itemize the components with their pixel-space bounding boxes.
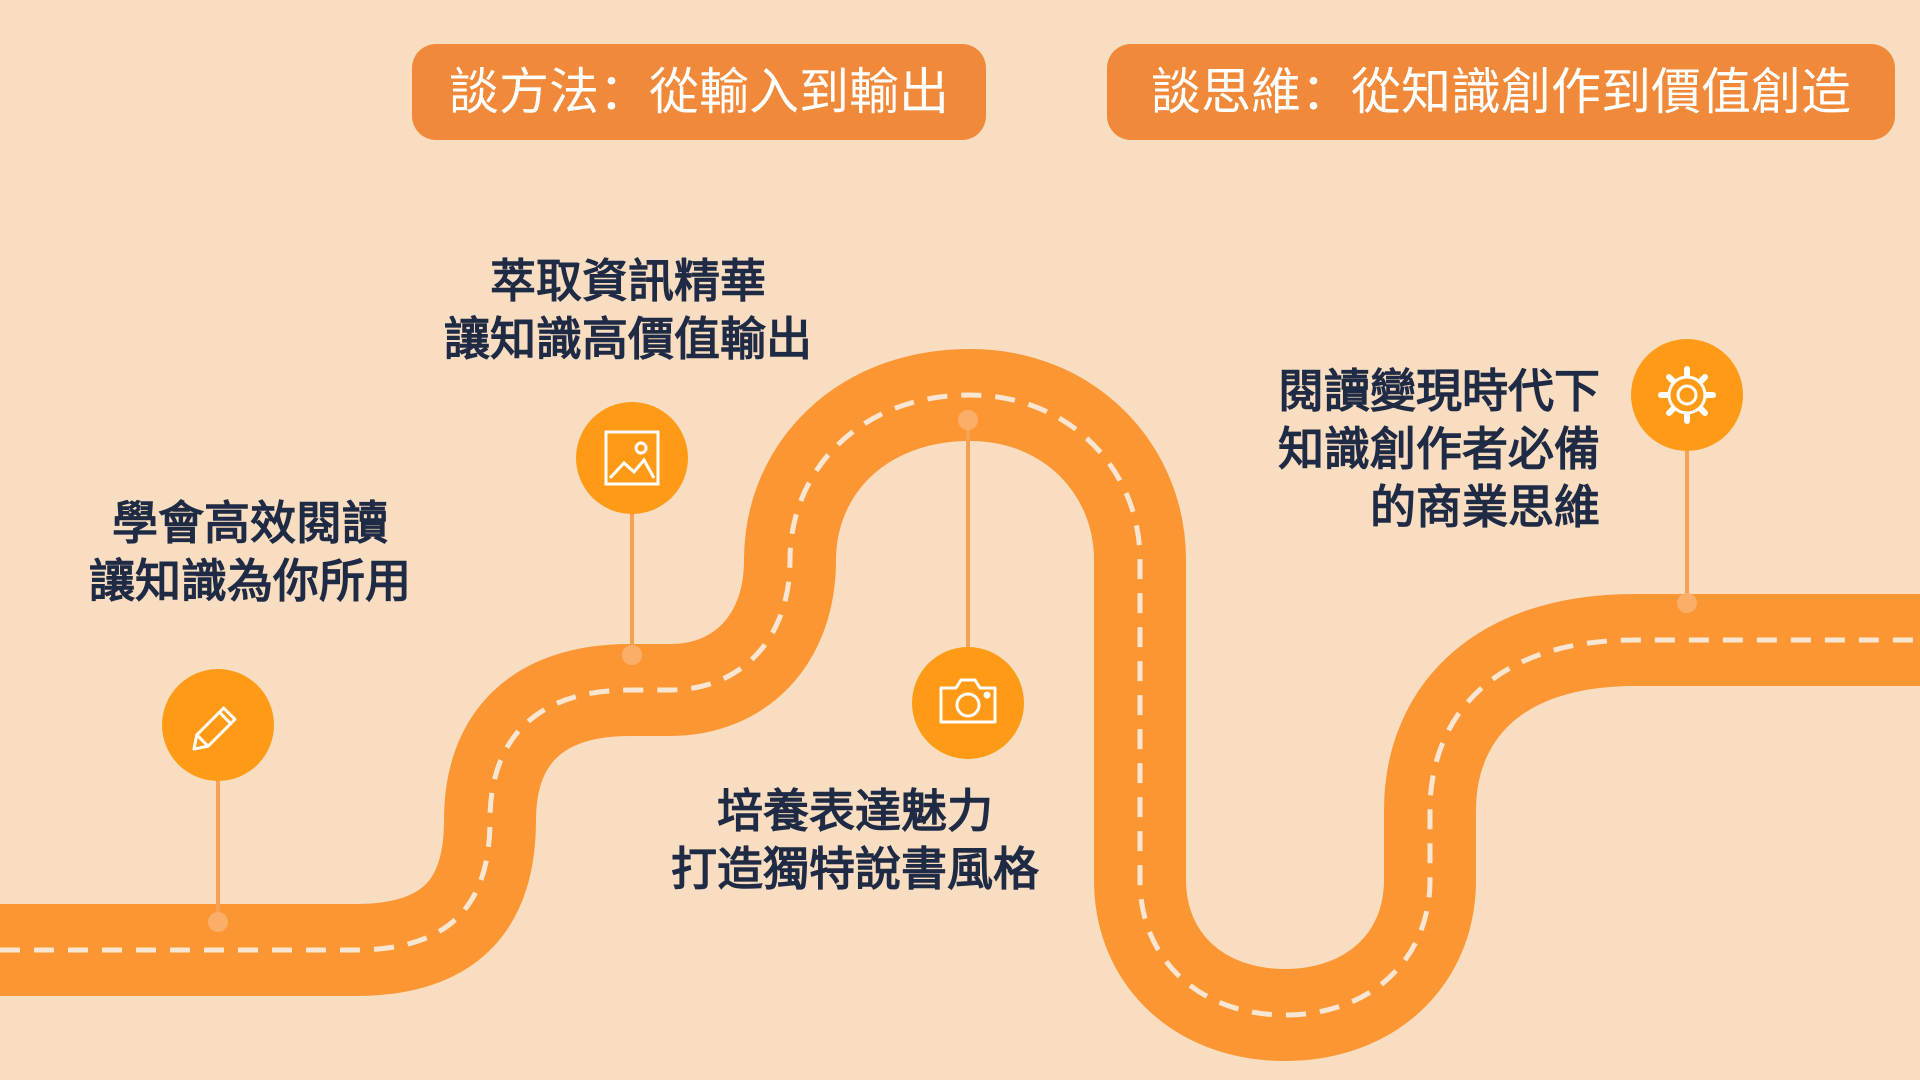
milestone-4-line-3: 的商業思維 <box>1370 480 1600 534</box>
milestone-3-line-2: 打造獨特說書風格 <box>671 842 1039 896</box>
icon-circle <box>912 647 1024 759</box>
milestone-1-text: 學會高效閱讀 讓知識為你所用 <box>60 494 440 610</box>
camera-icon <box>939 678 997 724</box>
icon-circle <box>576 402 688 514</box>
milestone-1-line-2: 讓知識為你所用 <box>89 554 411 608</box>
gear-icon <box>1658 366 1716 424</box>
milestone-3 <box>912 410 1024 759</box>
milestone-3-text: 培養表達魅力 打造獨特說書風格 <box>650 782 1060 898</box>
milestone-1 <box>162 669 274 932</box>
header-method: 談方法：從輸入到輸出 <box>412 44 986 140</box>
milestone-2-line-1: 萃取資訊精華 <box>490 254 766 308</box>
header-mindset: 談思維：從知識創作到價值創造 <box>1107 44 1895 140</box>
image-icon <box>604 430 660 486</box>
icon-circle <box>162 669 274 781</box>
milestone-4-line-1: 閱讀變現時代下 <box>1278 364 1600 418</box>
milestone-1-line-1: 學會高效閱讀 <box>112 496 388 550</box>
pencil-icon <box>192 706 237 751</box>
milestone-2 <box>576 402 688 665</box>
milestone-4-text: 閱讀變現時代下 知識創作者必備 的商業思維 <box>1180 362 1600 536</box>
road-marker <box>958 410 978 430</box>
road-marker <box>208 912 228 932</box>
icon-circle <box>1631 339 1743 451</box>
road-marker <box>622 645 642 665</box>
road-marker <box>1677 593 1697 613</box>
milestone-2-text: 萃取資訊精華 讓知識高價值輸出 <box>418 252 838 368</box>
milestone-4 <box>1631 339 1743 613</box>
milestone-3-line-1: 培養表達魅力 <box>717 784 993 838</box>
milestone-4-line-2: 知識創作者必備 <box>1278 422 1600 476</box>
road-center-dashes <box>0 392 1920 1018</box>
milestone-2-line-2: 讓知識高價值輸出 <box>444 312 812 366</box>
